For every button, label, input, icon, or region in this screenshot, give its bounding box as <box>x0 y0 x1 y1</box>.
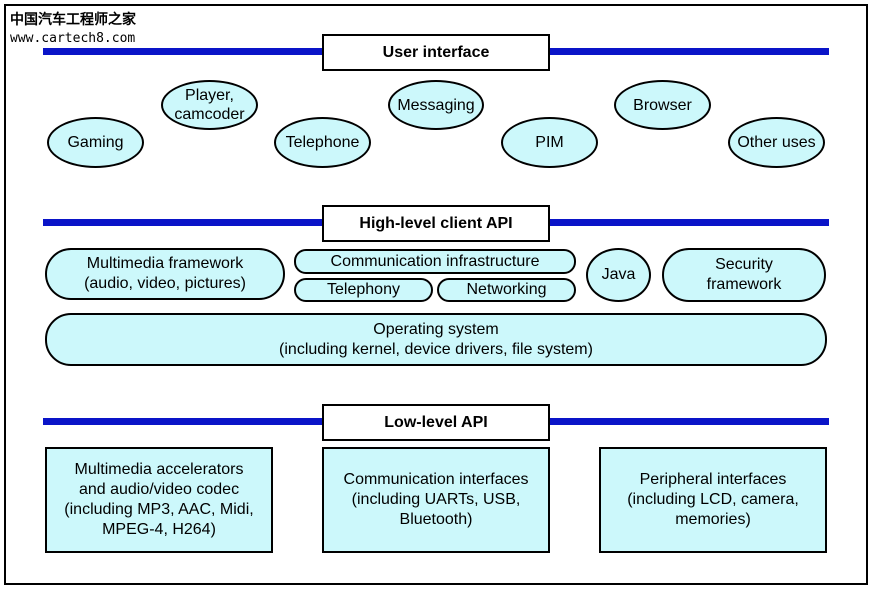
multimedia-framework: Multimedia framework (audio, video, pict… <box>45 248 285 300</box>
app-messaging: Messaging <box>388 80 484 130</box>
communication-infrastructure: Communication infrastructure <box>294 249 576 274</box>
app-browser: Browser <box>614 80 711 130</box>
diagram-frame <box>4 4 868 585</box>
low-level-api-header: Low-level API <box>322 404 550 441</box>
app-telephone: Telephone <box>274 117 371 168</box>
java: Java <box>586 248 651 302</box>
communication-interfaces: Communication interfaces (including UART… <box>322 447 550 553</box>
telephony: Telephony <box>294 278 433 302</box>
watermark-title: 中国汽车工程师之家 <box>10 12 136 28</box>
watermark-url: www.cartech8.com <box>10 31 136 46</box>
app-pim: PIM <box>501 117 598 168</box>
user-interface-header: User interface <box>322 34 550 71</box>
app-player-label: Player, camcoder <box>174 87 245 123</box>
app-other-uses: Other uses <box>728 117 825 168</box>
peripheral-interfaces: Peripheral interfaces (including LCD, ca… <box>599 447 827 553</box>
security-framework: Security framework <box>662 248 826 302</box>
operating-system: Operating system (including kernel, devi… <box>45 313 827 366</box>
app-gaming: Gaming <box>47 117 144 168</box>
networking: Networking <box>437 278 576 302</box>
app-player: Player, camcoder <box>161 80 258 130</box>
high-level-api-header: High-level client API <box>322 205 550 242</box>
multimedia-accelerators: Multimedia accelerators and audio/video … <box>45 447 273 553</box>
